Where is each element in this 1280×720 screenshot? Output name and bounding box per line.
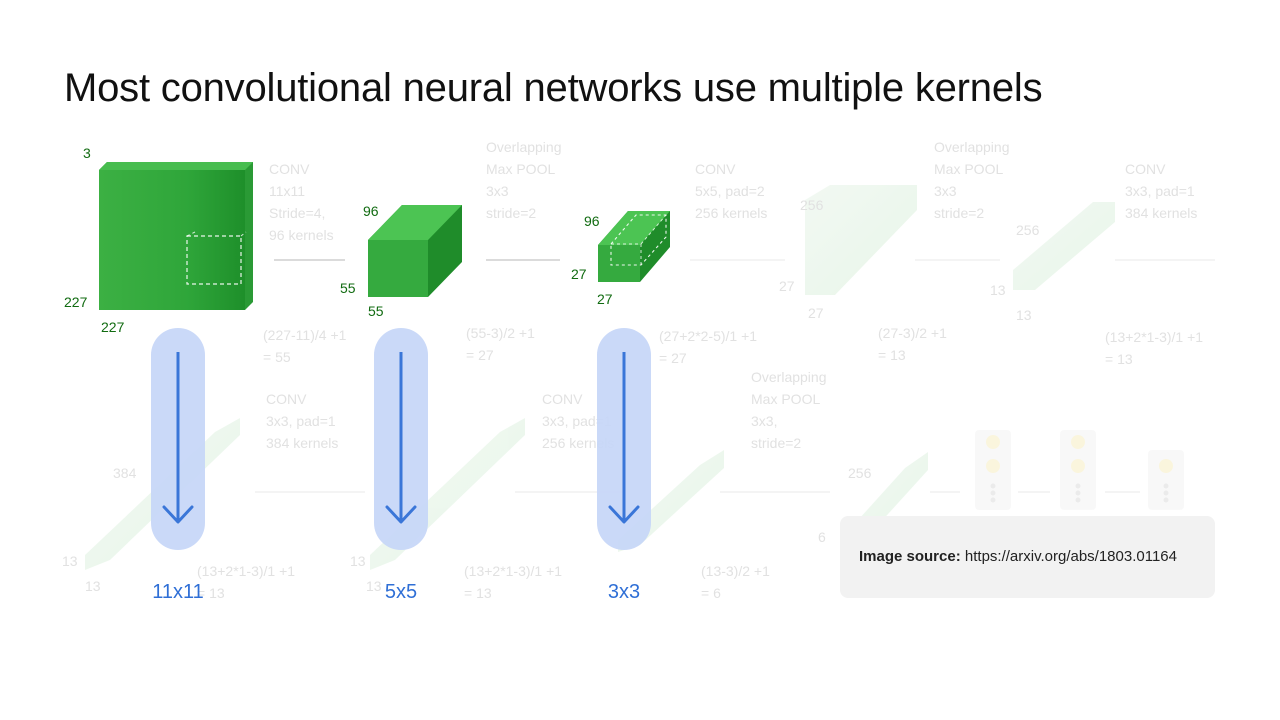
faint-dim-8: 13 <box>85 578 101 594</box>
faint-dim-12: 6 <box>818 529 826 545</box>
dim-width-3: 27 <box>597 291 613 307</box>
faint-label-pool1-0: Overlapping <box>486 139 562 155</box>
faint-label-formula3-0: (27+2*2-5)/1 +1 <box>659 328 757 344</box>
kernel-arrow-2 <box>374 328 428 550</box>
kernel-window-11x11 <box>186 235 242 285</box>
kernel-window-3x3 <box>610 214 667 266</box>
faint-label-formula4-1: = 13 <box>878 347 906 363</box>
faint-dim-0: 256 <box>800 197 824 213</box>
faint-label-formula2-0: (55-3)/2 +1 <box>466 325 535 341</box>
faint-dim-2: 27 <box>808 305 824 321</box>
faint-label-pool3-2: 3x3, <box>751 413 777 429</box>
faint-label-pool3-0: Overlapping <box>751 369 827 385</box>
faint-label-conv5-1: 3x3, pad=1 <box>542 413 612 429</box>
faint-dim-7: 13 <box>62 553 78 569</box>
image-source-label: Image source: <box>859 548 961 565</box>
faint-label-conv4-1: 3x3, pad=1 <box>266 413 336 429</box>
faint-label-formula6-0: (13+2*1-3)/1 +1 <box>197 563 295 579</box>
faint-label-pool2-2: 3x3 <box>934 183 957 199</box>
faint-label-formula2-1: = 27 <box>466 347 494 363</box>
faint-label-pool3-1: Max POOL <box>751 391 820 407</box>
faint-label-conv2-0: CONV <box>695 161 736 177</box>
faint-label-conv1-0: CONV <box>269 161 310 177</box>
faint-label-formula8-1: = 6 <box>701 585 721 601</box>
faint-label-conv3-2: 384 kernels <box>1125 205 1197 221</box>
kernel-label-11x11: 11x11 <box>152 581 204 603</box>
faint-volume-2 <box>1013 202 1115 290</box>
faint-dim-4: 13 <box>990 282 1006 298</box>
faint-label-conv4-2: 384 kernels <box>266 435 338 451</box>
faint-label-formula5-1: = 13 <box>1105 351 1133 367</box>
page-title: Most convolutional neural networks use m… <box>64 66 1043 110</box>
dim-depth-1: 3 <box>83 145 91 161</box>
faint-label-pool2-3: stride=2 <box>934 205 984 221</box>
faint-label-formula5-0: (13+2*1-3)/1 +1 <box>1105 329 1203 345</box>
faint-label-formula7-1: = 13 <box>464 585 492 601</box>
dim-height-1: 227 <box>64 294 88 310</box>
faint-label-conv5-2: 256 kernels <box>542 435 614 451</box>
dim-height-2: 55 <box>340 280 356 296</box>
image-source-box: Image source: https://arxiv.org/abs/1803… <box>840 516 1215 598</box>
kernel-arrow-1 <box>151 328 205 550</box>
faint-label-formula7-0: (13+2*1-3)/1 +1 <box>464 563 562 579</box>
dim-depth-3: 96 <box>584 213 600 229</box>
kernel-label-3x3: 3x3 <box>608 581 640 603</box>
faint-dim-3: 256 <box>1016 222 1040 238</box>
faint-dim-1: 27 <box>779 278 795 294</box>
faint-label-pool2-0: Overlapping <box>934 139 1010 155</box>
faint-label-conv2-1: 5x5, pad=2 <box>695 183 765 199</box>
faint-label-formula3-1: = 27 <box>659 350 687 366</box>
faint-volume-1 <box>805 185 917 295</box>
faint-dim-5: 13 <box>1016 307 1032 323</box>
faint-dim-9: 13 <box>350 553 366 569</box>
faint-label-pool1-2: 3x3 <box>486 183 509 199</box>
faint-label-formula1-1: = 55 <box>263 349 291 365</box>
faint-label-formula6-1: = 13 <box>197 585 225 601</box>
conv1-volume <box>368 205 462 297</box>
kernel-arrow-3 <box>597 328 651 550</box>
dim-depth-2: 96 <box>363 203 379 219</box>
faint-dim-11: 256 <box>848 465 872 481</box>
faint-label-conv2-2: 256 kernels <box>695 205 767 221</box>
dim-width-1: 227 <box>101 319 125 335</box>
pool1-volume <box>598 211 670 282</box>
faint-label-conv5-0: CONV <box>542 391 583 407</box>
faint-label-conv1-3: 96 kernels <box>269 227 334 243</box>
faint-dim-10: 13 <box>366 578 382 594</box>
faint-label-conv1-1: 11x11 <box>269 183 305 199</box>
faint-label-pool3-3: stride=2 <box>751 435 801 451</box>
faint-label-conv1-2: Stride=4, <box>269 205 325 221</box>
dim-width-2: 55 <box>368 303 384 319</box>
faint-label-formula1-0: (227-11)/4 +1 <box>263 327 347 343</box>
faint-label-conv4-0: CONV <box>266 391 307 407</box>
faint-label-conv3-0: CONV <box>1125 161 1166 177</box>
faint-dim-6: 384 <box>113 465 137 481</box>
input-volume <box>99 162 253 310</box>
dim-height-3: 27 <box>571 266 587 282</box>
faint-label-pool2-1: Max POOL <box>934 161 1003 177</box>
faint-label-conv3-1: 3x3, pad=1 <box>1125 183 1195 199</box>
faint-label-formula4-0: (27-3)/2 +1 <box>878 325 947 341</box>
faint-label-pool1-3: stride=2 <box>486 205 536 221</box>
faint-label-formula8-0: (13-3)/2 +1 <box>701 563 770 579</box>
kernel-label-5x5: 5x5 <box>385 581 417 603</box>
faint-label-pool1-1: Max POOL <box>486 161 555 177</box>
image-source-url[interactable]: https://arxiv.org/abs/1803.01164 <box>964 548 1177 565</box>
